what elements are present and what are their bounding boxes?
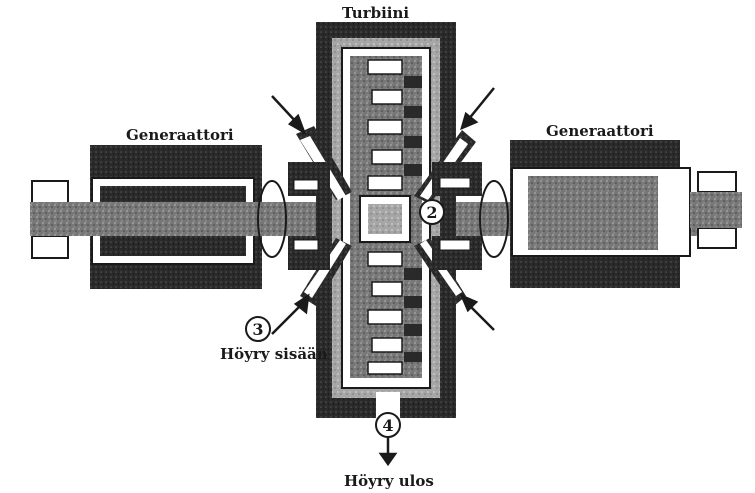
- label-steam-out: Höyry ulos: [344, 472, 434, 490]
- marker-4: 4: [375, 412, 401, 438]
- turbine-blades-upper-fixed: [404, 76, 422, 176]
- label-steam-in: Höyry sisään: [220, 345, 328, 363]
- marker-3: 3: [245, 316, 271, 342]
- arrow-steam-out: [378, 438, 398, 467]
- arrow-lower-right: [459, 293, 495, 331]
- steam-arrows: [271, 87, 495, 467]
- arrow-upper-right: [460, 87, 495, 131]
- rotation-ring-left: [257, 180, 287, 258]
- turbine-blades-lower: [367, 251, 403, 375]
- generator-right-rotor: [528, 176, 658, 250]
- rotation-ring-right: [479, 180, 509, 258]
- arrow-upper-left: [271, 95, 307, 135]
- marker-2-label: 2: [426, 203, 437, 222]
- bearings: [288, 162, 482, 270]
- rotation-rings: [257, 180, 509, 258]
- marker-3-label: 3: [252, 320, 263, 339]
- bearing-upper-left: [288, 162, 330, 196]
- turbine-blades-lower-fixed: [404, 268, 422, 362]
- shaft-end-right: [690, 171, 742, 249]
- arrow-lower-left: [271, 293, 310, 335]
- turbine-blades-upper: [367, 59, 403, 191]
- shaft-end-left: [30, 180, 78, 259]
- turbine-hub: [359, 195, 411, 243]
- label-generator-right: Generaattori: [546, 122, 654, 140]
- generator-right: [510, 140, 691, 288]
- marker-2: 2: [419, 199, 445, 225]
- label-turbine: Turbiini: [342, 4, 409, 22]
- label-generator-left: Generaattori: [126, 126, 234, 144]
- marker-4-label: 4: [382, 416, 393, 435]
